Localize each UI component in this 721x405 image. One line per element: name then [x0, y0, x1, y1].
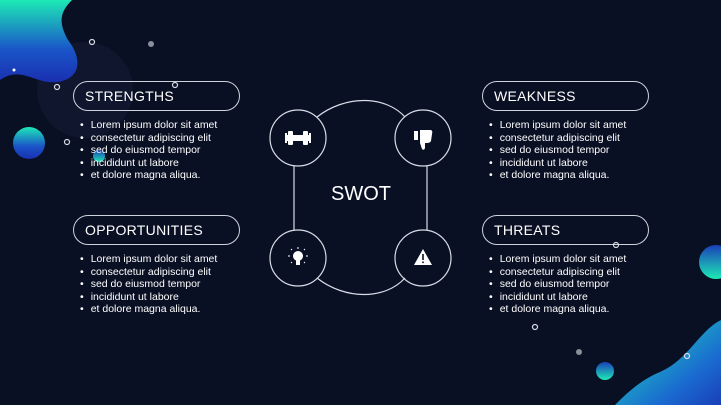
list-item: et dolore magna aliqua.	[489, 303, 626, 316]
list-item: consectetur adipiscing elit	[80, 266, 217, 279]
blob-top-left	[0, 0, 78, 83]
strengths-list: Lorem ipsum dolor sit amet consectetur a…	[80, 119, 218, 182]
list-item: incididunt ut labore	[489, 157, 626, 170]
list-item: sed do eiusmod tempor	[80, 278, 217, 291]
weakness-heading: WEAKNESS	[482, 81, 649, 111]
strengths-heading: STRENGTHS	[73, 81, 240, 111]
list-item: incididunt ut labore	[80, 291, 217, 304]
list-item: sed do eiusmod tempor	[489, 144, 626, 157]
list-item: Lorem ipsum dolor sit amet	[489, 253, 627, 266]
warning-icon	[414, 249, 432, 265]
list-item: consectetur adipiscing elit	[489, 132, 626, 145]
sphere-left	[13, 127, 45, 159]
swot-title: SWOT	[331, 183, 391, 205]
list-item: Lorem ipsum dolor sit amet	[80, 253, 218, 266]
sphere-right	[699, 245, 721, 279]
list-item: incididunt ut labore	[489, 291, 626, 304]
list-item: consectetur adipiscing elit	[489, 266, 626, 279]
list-item: Lorem ipsum dolor sit amet	[80, 119, 218, 132]
blob-bottom-right	[615, 320, 721, 405]
list-item: sed do eiusmod tempor	[489, 278, 626, 291]
list-item: sed do eiusmod tempor	[80, 144, 217, 157]
thumbs-down-icon	[414, 130, 433, 150]
list-item: incididunt ut labore	[80, 157, 217, 170]
threats-heading: THREATS	[482, 215, 649, 245]
sphere-bottom	[596, 362, 614, 380]
swot-diagram	[269, 100, 452, 295]
opportunities-heading: OPPORTUNITIES	[73, 215, 240, 245]
opportunities-list: Lorem ipsum dolor sit amet consectetur a…	[80, 253, 218, 316]
weakness-list: Lorem ipsum dolor sit amet consectetur a…	[489, 119, 627, 182]
list-item: et dolore magna aliqua.	[489, 169, 626, 182]
list-item: Lorem ipsum dolor sit amet	[489, 119, 627, 132]
dumbbell-icon	[285, 131, 311, 145]
lightbulb-icon	[288, 247, 308, 265]
list-item: et dolore magna aliqua.	[80, 303, 217, 316]
list-item: et dolore magna aliqua.	[80, 169, 217, 182]
threats-list: Lorem ipsum dolor sit amet consectetur a…	[489, 253, 627, 316]
list-item: consectetur adipiscing elit	[80, 132, 217, 145]
